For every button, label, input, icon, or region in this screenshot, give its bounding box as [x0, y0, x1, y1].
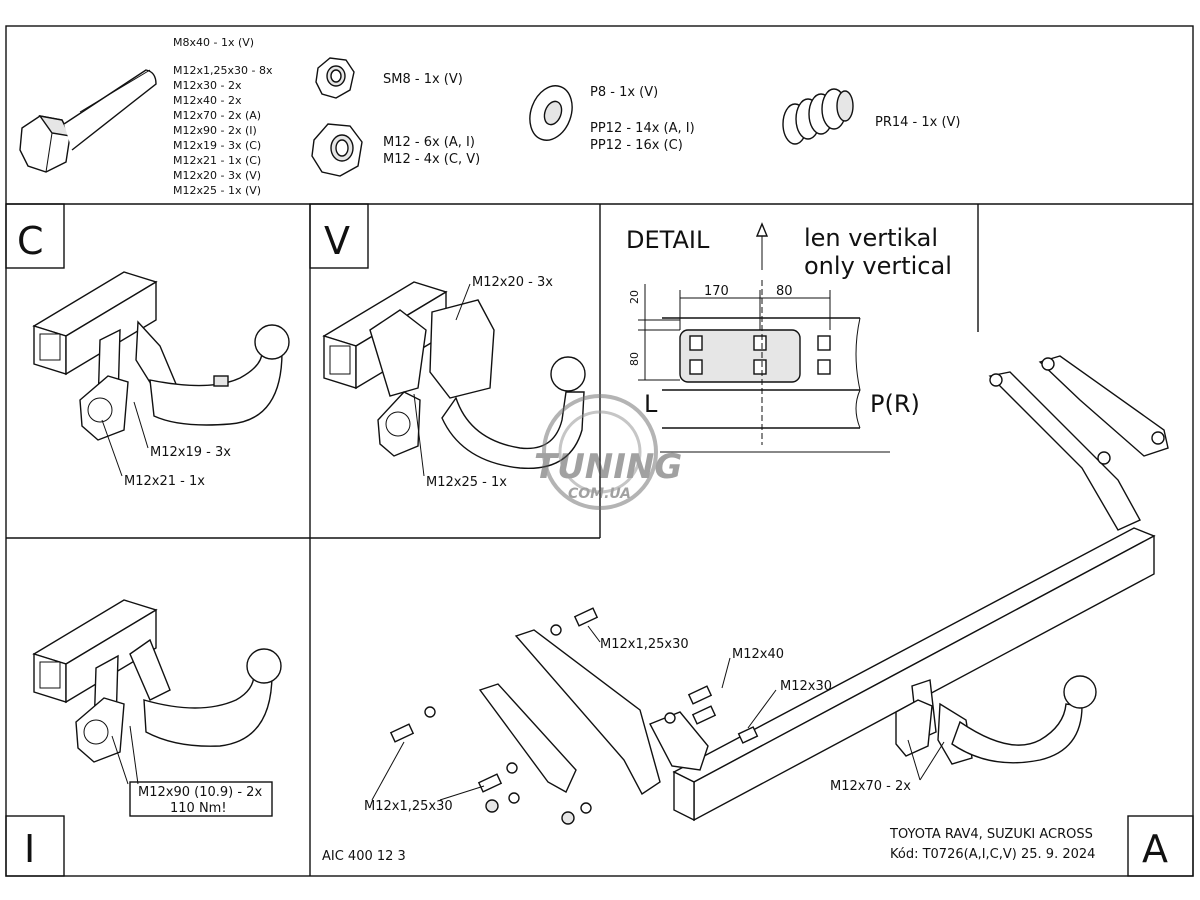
- bolt-line-9: M12x25 - 1x (V): [173, 184, 261, 197]
- washer-label-1: P8 - 1x (V): [590, 85, 658, 100]
- panel-v: V M12x20 - 3x M12x25 - 1x: [322, 219, 586, 490]
- kod-label: Kód: T0726(A,I,C,V) 25. 9. 2024: [890, 847, 1095, 862]
- detail-view: DETAIL len vertikal only vertical 170 80…: [626, 222, 952, 453]
- washer-icon: [529, 85, 573, 141]
- panel-v-callout-1: M12x20 - 3x: [472, 275, 553, 290]
- dim-20: 20: [628, 290, 641, 304]
- up-arrow-icon: [755, 222, 769, 270]
- panel-a-letter: A: [1142, 827, 1168, 871]
- dim-80-horizontal: 80: [776, 284, 793, 299]
- spring-label: PR14 - 1x (V): [875, 115, 961, 130]
- panel-i: I M12x90 (10.9) - 2x 110 Nm!: [24, 599, 282, 871]
- parts-list: M8x40 - 1x (V) M12x1,25x30 - 8x M12x30 -…: [19, 36, 961, 197]
- bolt-line-7: M12x21 - 1x (C): [173, 154, 261, 167]
- washer-label-2: PP12 - 14x (A, I): [590, 121, 695, 136]
- detail-label-l: L: [644, 390, 658, 418]
- bolt-line-3: M12x40 - 2x: [173, 94, 242, 107]
- small-nut-icon: [315, 57, 355, 99]
- detail-label-pr: P(R): [870, 390, 920, 418]
- watermark-logo: TUNING COM.UA: [534, 394, 682, 510]
- drawing-frame: [5, 25, 1194, 877]
- bolt-line-6: M12x19 - 3x (C): [173, 139, 261, 152]
- washer-label-3: PP12 - 16x (C): [590, 138, 683, 153]
- panel-v-callout-2: M12x25 - 1x: [426, 475, 507, 490]
- bolt-line-8: M12x20 - 3x (V): [173, 169, 261, 182]
- detail-note-2: only vertical: [804, 252, 952, 280]
- large-nut-label-1: M12 - 6x (A, I): [383, 135, 475, 150]
- panel-a-callout-3: M12x30: [780, 679, 832, 694]
- dim-80-vertical: 80: [628, 352, 641, 366]
- bolt-line-0: M8x40 - 1x (V): [173, 36, 254, 49]
- panel-i-callout-2: 110 Nm!: [170, 801, 227, 816]
- bolt-line-4: M12x70 - 2x (A): [173, 109, 261, 122]
- panel-c-callout-1: M12x19 - 3x: [150, 445, 231, 460]
- panel-a-callout-2: M12x40: [732, 647, 784, 662]
- panel-i-callout-1: M12x90 (10.9) - 2x: [138, 785, 262, 800]
- dim-170: 170: [704, 284, 729, 299]
- watermark-main: TUNING: [534, 447, 682, 487]
- panel-c-callout-2: M12x21 - 1x: [124, 474, 205, 489]
- watermark-sub: COM.UA: [568, 486, 631, 502]
- detail-title: DETAIL: [626, 226, 710, 254]
- spring-washer-icon: [782, 88, 854, 145]
- small-nut-label: SM8 - 1x (V): [383, 72, 463, 87]
- bolt-line-2: M12x30 - 2x: [173, 79, 242, 92]
- bolt-line-1: M12x1,25x30 - 8x: [173, 64, 273, 77]
- large-nut-icon: [311, 123, 363, 177]
- large-nut-label-2: M12 - 4x (C, V): [383, 152, 480, 167]
- panel-a: A: [364, 355, 1169, 871]
- footer: AIC 400 12 3 TOYOTA RAV4, SUZUKI ACROSS …: [322, 827, 1095, 864]
- vehicle-label: TOYOTA RAV4, SUZUKI ACROSS: [889, 827, 1093, 842]
- panel-a-callout-5: M12x70 - 2x: [830, 779, 911, 794]
- panel-a-callout-4: M12x1,25x30: [364, 799, 453, 814]
- panel-c-letter: C: [17, 219, 44, 263]
- detail-note-1: len vertikal: [804, 224, 938, 252]
- bolt-icon: [19, 69, 157, 173]
- panel-a-callout-1: M12x1,25x30: [600, 637, 689, 652]
- bolt-line-5: M12x90 - 2x (I): [173, 124, 257, 137]
- drawing-code: AIC 400 12 3: [322, 849, 406, 864]
- panel-i-letter: I: [24, 827, 35, 871]
- panel-c: C M12x19 - 3x M12x21 - 1x: [17, 219, 290, 489]
- panel-v-letter: V: [324, 219, 350, 263]
